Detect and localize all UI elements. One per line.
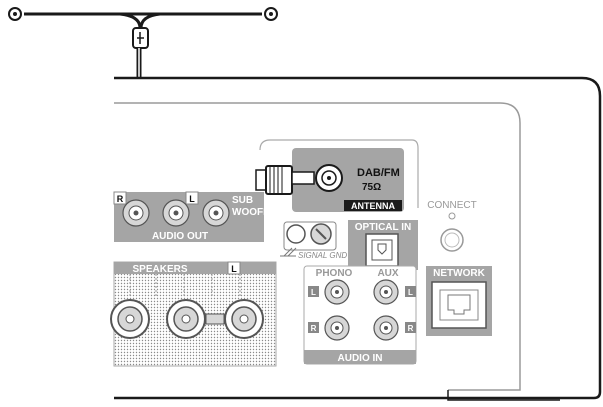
connect-label: CONNECT: [427, 200, 476, 211]
audio-out-label: AUDIO OUT: [152, 231, 208, 242]
audio-out-l-marker: L: [189, 194, 195, 204]
optical-in: OPTICAL IN: [348, 220, 418, 270]
audio-in-panel: PHONO AUX L L R R AUDIO IN: [303, 265, 417, 365]
antenna-title-line1: DAB/FM: [357, 167, 400, 179]
audio-in-label: AUDIO IN: [338, 353, 383, 364]
audio-out-panel: R L SUB WOOFER AUDIO OUT: [113, 191, 278, 242]
antenna-plug: [255, 165, 315, 195]
subwoofer-label-line2: WOOFER: [232, 207, 278, 218]
signal-gnd: SIGNAL GND: [280, 221, 347, 260]
aux-r-marker: R: [408, 324, 414, 333]
signal-gnd-label: SIGNAL GND: [298, 251, 347, 260]
antenna-panel: DAB/FM 75Ω ANTENNA: [292, 148, 404, 212]
speakers-label: SPEAKERS: [132, 264, 187, 275]
phono-l-marker: L: [311, 288, 316, 297]
ground-icon: [280, 247, 297, 257]
audio-out-r-marker: R: [117, 194, 124, 204]
aux-label: AUX: [377, 268, 398, 279]
optical-in-label: OPTICAL IN: [355, 222, 411, 233]
antenna-title-line2: 75Ω: [362, 182, 381, 193]
phono-r-marker: R: [311, 324, 317, 333]
connect-led-icon: [448, 212, 456, 220]
connect-area: CONNECT: [427, 200, 477, 252]
phono-label: PHONO: [316, 268, 353, 279]
network-label: NETWORK: [433, 268, 485, 279]
network-port-area: NETWORK: [426, 266, 492, 336]
speakers-l-marker: L: [231, 264, 237, 274]
aux-l-marker: L: [408, 288, 413, 297]
antenna-label: ANTENNA: [351, 201, 395, 211]
speakers-panel: SPEAKERS L: [110, 261, 277, 367]
subwoofer-label-line1: SUB: [232, 195, 253, 206]
